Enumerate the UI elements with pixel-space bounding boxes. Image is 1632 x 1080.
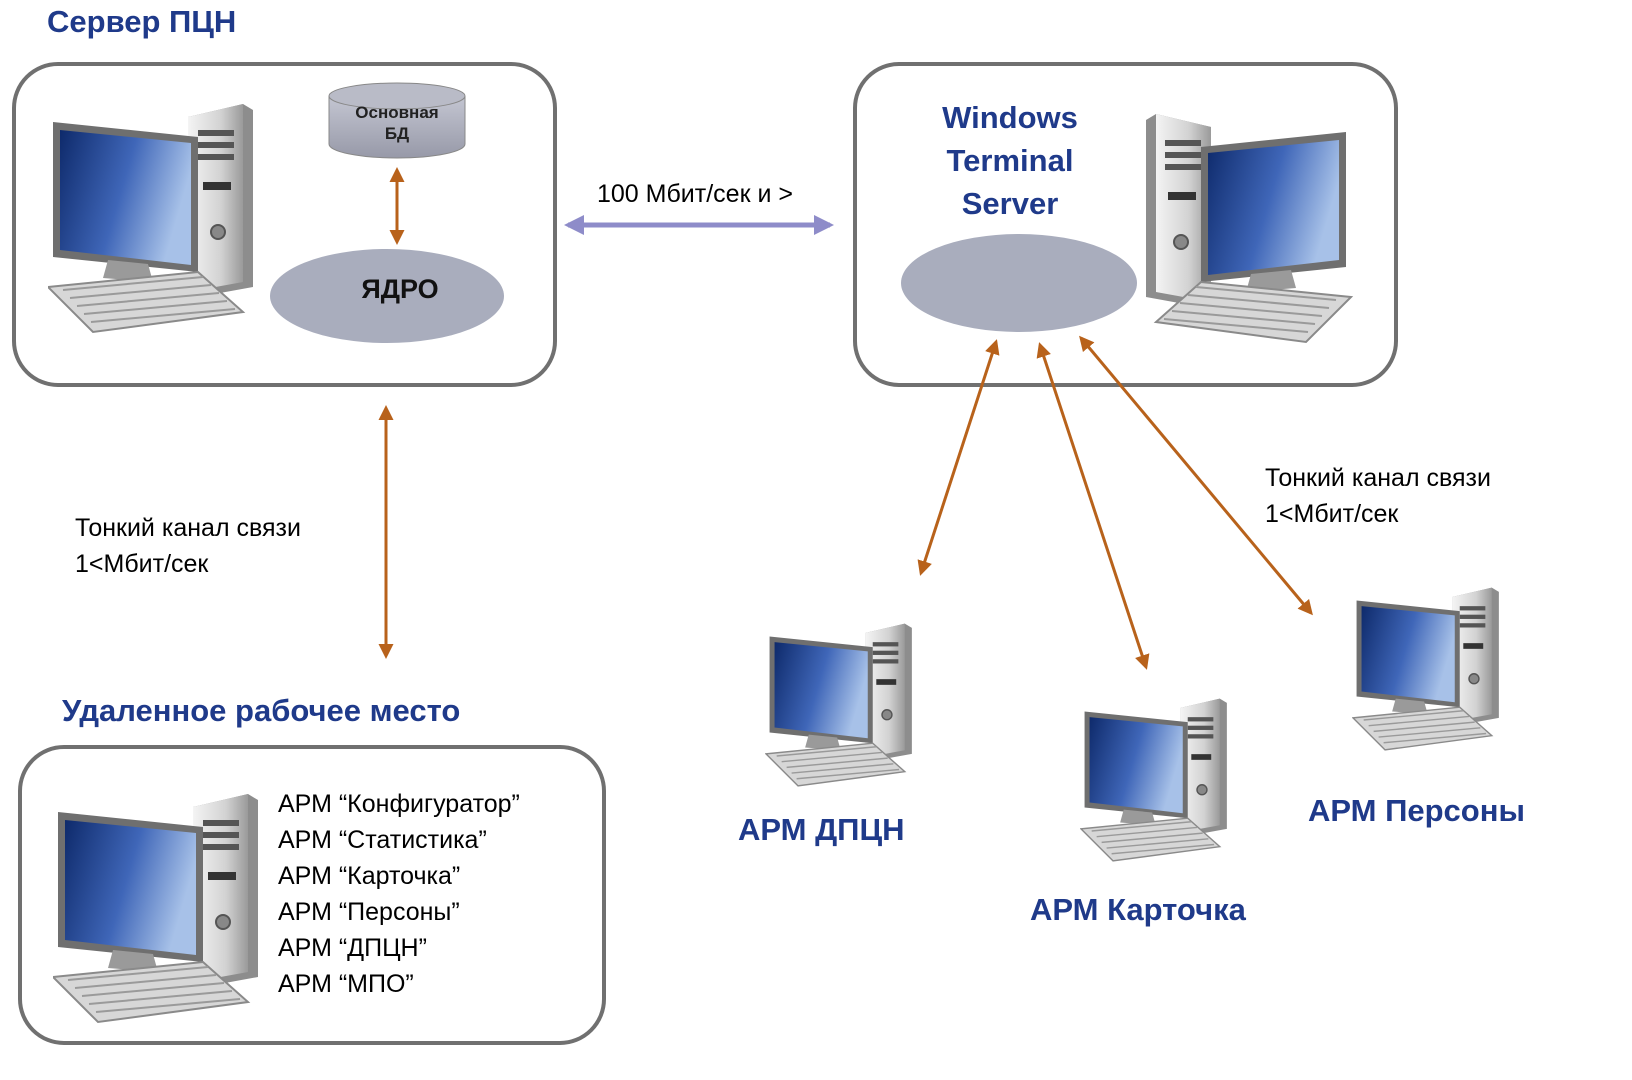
remote-app-item: АРМ “Персоны” — [278, 898, 460, 926]
database-icon — [328, 82, 466, 159]
remote-app-item: АРМ “Конфигуратор” — [278, 790, 520, 818]
remote-app-item: АРМ “ДПЦН” — [278, 934, 427, 962]
client-card-label: АРМ Карточка — [1030, 892, 1246, 927]
remote-app-item: АРМ “Карточка” — [278, 862, 461, 890]
terminal-node — [901, 234, 1137, 332]
core-label: ЯДРО — [361, 274, 439, 304]
server-remote-link-label: Тонкий канал связи 1<Мбит/сек — [75, 514, 301, 578]
server-title: Сервер ПЦН — [47, 4, 237, 39]
remote-app-list: АРМ “Конфигуратор” АРМ “Статистика” АРМ … — [278, 786, 520, 1002]
client-persons-label: АРМ Персоны — [1308, 793, 1525, 828]
client-dpcn-label: АРМ ДПЦН — [738, 812, 905, 847]
database-label: Основная БД — [355, 103, 439, 143]
remote-title: Удаленное рабочее место — [62, 693, 461, 728]
terminal-card-arrow — [1036, 342, 1150, 670]
server-terminal-link-label: 100 Мбит/сек и > — [597, 180, 793, 208]
core-node — [270, 249, 504, 343]
remote-app-item: АРМ “МПО” — [278, 970, 414, 998]
terminal-dpcn-arrow — [917, 339, 1000, 576]
terminal-title: Windows Terminal Server — [942, 100, 1078, 221]
terminal-persons-arrow — [1079, 335, 1313, 616]
remote-app-item: АРМ “Статистика” — [278, 826, 487, 854]
